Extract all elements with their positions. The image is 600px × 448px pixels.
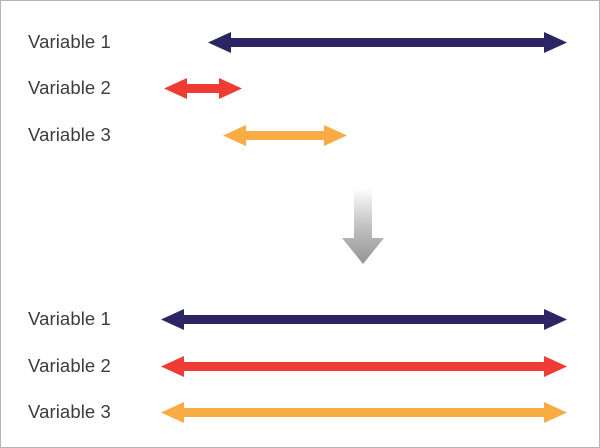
top-row-1-label: Variable 1 <box>28 30 111 52</box>
bottom-row-2-arrow-red <box>161 355 567 377</box>
top-row-3-arrow-orange <box>223 124 347 146</box>
top-row-1-arrow-navy <box>208 31 567 53</box>
bottom-row-3-label: Variable 3 <box>28 400 111 422</box>
bottom-row-1-label: Variable 1 <box>28 307 111 329</box>
bottom-row-1-arrow-navy <box>161 308 567 330</box>
bottom-row-2-label: Variable 2 <box>28 354 111 376</box>
down-arrow-icon <box>342 188 384 264</box>
bottom-row-3-arrow-orange <box>161 401 567 423</box>
top-row-3-label: Variable 3 <box>28 123 111 145</box>
top-row-2-arrow-red <box>164 77 242 99</box>
top-row-2-label: Variable 2 <box>28 76 111 98</box>
